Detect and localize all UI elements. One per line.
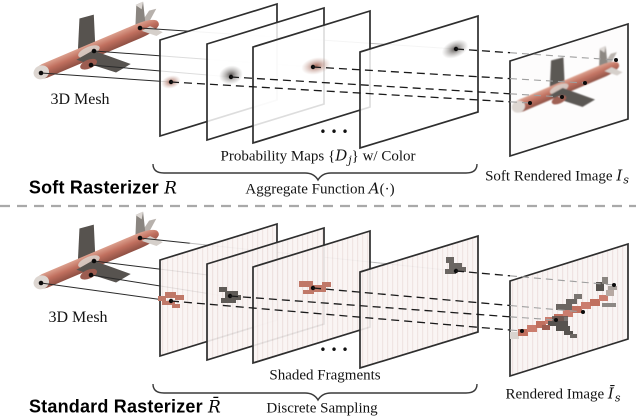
shaded-fragments-text: Shaded Fragments <box>269 367 381 384</box>
soft-rasterizer-symbol: R <box>164 178 178 199</box>
ellipsis-bottom-text: ••• <box>319 343 353 357</box>
ellipsis-bottom: ••• <box>319 343 352 357</box>
aggregate-function-label: Aggregate Function A(·) <box>245 180 394 199</box>
aggregate-prefix: Aggregate Function <box>245 181 369 198</box>
aggregate-symbol: A <box>368 179 380 198</box>
mesh-label-top: 3D Mesh <box>50 91 109 109</box>
discrete-sampling-label: Discrete Sampling <box>266 401 377 418</box>
probability-map-plane-4 <box>359 14 479 150</box>
mesh-label-bottom-text: 3D Mesh <box>48 309 108 326</box>
probability-maps-prefix: Probability Maps { <box>220 148 336 165</box>
rendered-image-label: Rendered Image Īs <box>505 384 621 405</box>
soft-output-subscript: s <box>623 173 629 187</box>
sampling-underbrace <box>152 383 478 402</box>
target-dots-top <box>528 58 618 105</box>
discrete-sampling-text: Discrete Sampling <box>266 400 378 417</box>
aggregate-underbrace <box>152 163 478 182</box>
projection-dashed-lines-top <box>170 48 511 103</box>
probability-blobs <box>161 39 469 89</box>
standard-rasterizer-symbol: R̄ <box>208 397 222 418</box>
probability-maps-label: Probability Maps {Dj} w/ Color <box>220 146 416 167</box>
mesh-label-bottom: 3D Mesh <box>48 309 107 327</box>
mesh-label-top-text: 3D Mesh <box>50 91 110 108</box>
maps-subscript: j <box>348 153 352 167</box>
maps-symbol: D <box>335 146 348 165</box>
standard-rasterizer-text: Standard Rasterizer <box>28 396 203 417</box>
soft-rendered-image-text: Soft Rendered Image <box>485 168 617 185</box>
projection-dashed-lines-bottom-inside <box>509 275 615 332</box>
fragment-plane-4 <box>359 234 479 370</box>
aggregate-suffix: (·) <box>379 181 395 198</box>
soft-output-symbol: I <box>616 166 623 185</box>
soft-rasterizer-text: Soft Rasterizer <box>28 177 159 198</box>
probability-maps-suffix: } w/ Color <box>351 148 416 165</box>
soft-rendered-image-label: Soft Rendered Image Is <box>485 166 629 187</box>
projection-dashed-lines-top-inside <box>509 52 617 104</box>
mesh-vertex-dots-top <box>38 25 143 76</box>
ellipsis-top: ••• <box>319 125 352 139</box>
soft-rasterizer-pipeline <box>20 0 632 182</box>
standard-rasterizer-pipeline <box>20 199 629 402</box>
soft-rasterizer-label: Soft Rasterizer R <box>29 178 177 199</box>
shaded-fragments-label: Shaded Fragments <box>269 368 380 385</box>
ellipsis-top-text: ••• <box>319 125 353 139</box>
output-symbol: Ī <box>607 384 614 403</box>
output-subscript: s <box>614 391 621 405</box>
standard-rasterizer-label: Standard Rasterizer R̄ <box>29 397 221 418</box>
airplane-3d-mesh-bottom <box>20 199 174 313</box>
rendered-image-text: Rendered Image <box>505 386 608 403</box>
projection-dashed-lines-bottom <box>170 270 511 331</box>
target-dots-bottom <box>520 283 616 333</box>
mesh-vertex-dots-bottom <box>38 235 143 286</box>
